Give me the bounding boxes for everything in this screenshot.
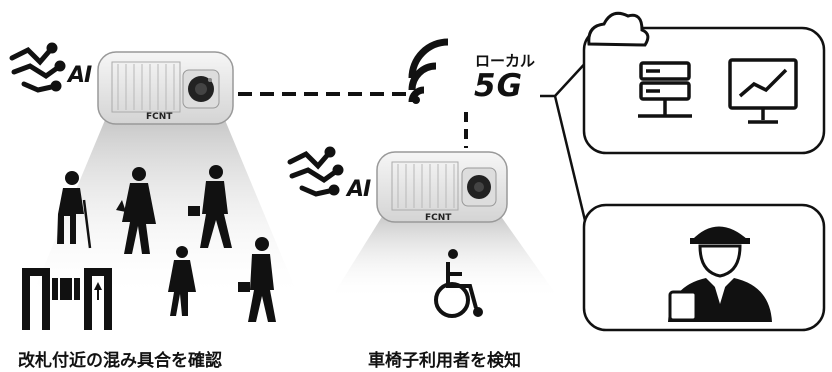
camera-2-view-beam [330, 215, 560, 300]
caption-gate-congestion: 改札付近の混み具合を確認 [18, 351, 222, 371]
pedestrian-icon [116, 167, 156, 254]
ai-network-icon [287, 146, 344, 197]
camera-device-icon [97, 51, 234, 125]
pedestrian-icon [188, 165, 232, 248]
wheelchair-user-icon [434, 249, 483, 318]
monitor-chart-icon [728, 58, 798, 124]
server-icon [638, 61, 692, 118]
ai-label: AI [347, 177, 371, 202]
cloud-icon [587, 11, 650, 47]
ai-network-icon [9, 42, 66, 93]
station-staff-icon [668, 226, 772, 322]
network-5g-label: 5G [474, 68, 524, 104]
network-label: ローカル [475, 52, 536, 70]
wifi-signal-icon [408, 38, 449, 104]
pedestrian-icon [57, 171, 92, 249]
camera-brand-label: FCNT [425, 213, 452, 223]
pedestrian-icon [238, 237, 276, 322]
cloud-panel [582, 26, 826, 155]
ticket-gate-icon [22, 268, 112, 330]
camera-brand-label: FCNT [146, 112, 173, 122]
caption-wheelchair-detection: 車椅子利用者を検知 [368, 351, 521, 371]
camera-device-icon [376, 151, 508, 223]
ai-label: AI [68, 63, 92, 88]
camera-1-view-beam [30, 120, 300, 300]
pedestrian-icon [168, 246, 196, 316]
